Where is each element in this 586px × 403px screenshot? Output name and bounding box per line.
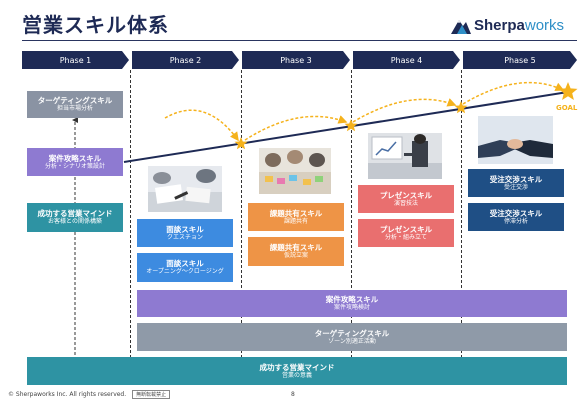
mountain-logo-icon [451,20,471,34]
skill-subtitle: ゾーン別適正活動 [328,337,376,345]
bottom-targeting-skill: ターゲティングスキル ゾーン別適正活動 [137,323,567,351]
skill-title: 成功する営業マインド [259,362,335,372]
skill-subtitle: 受注交渉 [503,183,528,191]
logo-text: Sherpaworks [474,17,564,34]
skill-subtitle: 停滞分析 [503,217,528,225]
skill-title: 受注交渉スキル [489,174,543,184]
skill-title: 案件攻略スキル [325,295,379,305]
confidential-tag: 無断転載禁止 [132,390,171,399]
phase-divider [351,70,352,358]
phase2-interview-question-skill: 面談スキル クエスチョン [137,219,233,247]
skill-title: 面談スキル [166,224,204,234]
skill-title: プレゼンスキル [379,224,433,234]
progress-arc [352,98,457,123]
slide-title: 営業スキル体系 [22,13,169,37]
phase3-hypothesis-skill: 課題共有スキル 仮説立案 [248,237,344,266]
progress-arc [164,109,239,142]
phase-divider [461,70,462,358]
phase1-targeting-skill: ターゲティングスキル 担当市場分析 [27,91,123,118]
skill-subtitle: 分析・組み立て [384,233,427,241]
progress-arc [244,115,348,141]
logo-name-main: Sherpa [474,16,525,34]
skill-title: 課題共有スキル [269,208,323,218]
phase3-issue-share-skill: 課題共有スキル 課題共有 [248,203,344,231]
progress-arc [462,81,565,105]
skill-subtitle: 課題共有 [283,217,308,225]
skill-subtitle: 仮説立案 [283,252,308,260]
skill-subtitle: 案件攻略検討 [333,304,370,312]
phase-5-header: Phase 5 [463,51,577,69]
growth-line [123,91,569,163]
skill-title: 案件攻略スキル [48,153,102,163]
skill-subtitle: 担当市場分析 [56,105,93,113]
bottom-sales-mindset: 成功する営業マインド 営業の意義 [27,357,567,385]
skill-subtitle: クエスチョン [166,233,203,241]
skill-subtitle: 演習技法 [393,199,418,207]
phase-divider [130,70,131,358]
skill-subtitle: 営業の意義 [281,371,312,379]
presentation-photo [368,133,442,179]
skill-subtitle: 分析・シナリオ策設計 [44,162,105,170]
page-number: 8 [291,391,295,398]
phase4-presentation-analysis-skill: プレゼンスキル 分析・組み立て [358,219,454,247]
phase-3-header: Phase 3 [242,51,350,69]
handshake-photo [478,116,553,164]
goal-star-icon [558,82,578,100]
skill-title: 受注交渉スキル [489,208,543,218]
phase5-negotiation-skill: 受注交渉スキル 受注交渉 [468,169,564,197]
copyright-text: © Sherpaworks Inc. All rights reserved. [8,391,127,398]
skill-title: ターゲティングスキル [37,96,113,106]
milestone-star-icon [344,119,358,132]
phase1-sales-mindset: 成功する営業マインド お客様との関係構築 [27,203,123,232]
skill-title: ターゲティングスキル [314,328,390,338]
phase5-stagnation-analysis-skill: 受注交渉スキル 停滞分析 [468,203,564,231]
phase-4-header: Phase 4 [353,51,460,69]
meeting-photo [148,166,222,212]
milestone-star-icon [454,101,468,114]
skill-subtitle: お客様との関係構築 [48,218,102,226]
skill-title: 面談スキル [166,259,204,269]
phase2-interview-opening-skill: 面談スキル オープニング～クロージング [137,253,233,282]
goal-label: GOAL [556,104,578,112]
phase-1-header: Phase 1 [22,51,129,69]
skill-title: 成功する営業マインド [37,209,113,219]
milestone-star-icon [234,137,248,150]
skill-subtitle: オープニング～クロージング [146,268,224,276]
workshop-photo [259,148,331,194]
phase1-case-attack-skill: 案件攻略スキル 分析・シナリオ策設計 [27,148,123,176]
skill-title: 課題共有スキル [269,243,323,253]
logo-name-accent: works [524,16,565,34]
phase-2-header: Phase 2 [132,51,239,69]
phase-divider [241,70,242,358]
bottom-case-attack-skill: 案件攻略スキル 案件攻略検討 [137,290,567,317]
footer: © Sherpaworks Inc. All rights reserved. … [8,390,171,399]
skill-title: プレゼンスキル [379,190,433,200]
phase4-presentation-technique-skill: プレゼンスキル 演習技法 [358,185,454,213]
title-divider [22,40,577,41]
sherpaworks-logo: Sherpaworks [450,14,575,36]
